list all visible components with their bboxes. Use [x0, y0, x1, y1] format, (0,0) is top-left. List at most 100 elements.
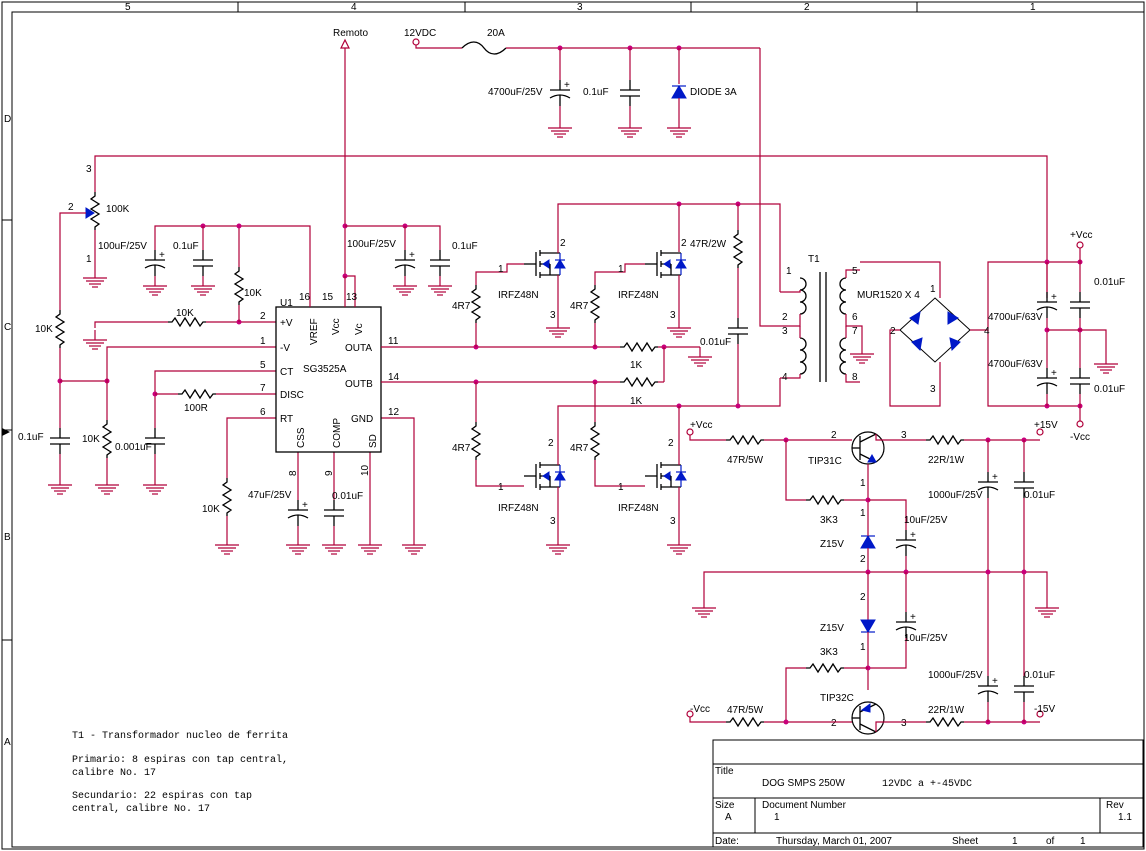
bridge-rectifier: MUR1520 X 4 1 2 3 4 4700uF/63V 4700uF/63…	[857, 230, 1125, 443]
svg-text:47R/5W: 47R/5W	[727, 705, 764, 716]
svg-text:3: 3	[782, 326, 788, 337]
vcc-neg-label: -Vcc	[1070, 432, 1090, 443]
svg-text:VREF: VREF	[309, 318, 320, 345]
svg-text:1000uF/25V: 1000uF/25V	[928, 670, 983, 681]
svg-text:TIP31C: TIP31C	[808, 456, 842, 467]
mosfet-section: 1K 1K 47R/2W 0.01uF	[381, 201, 781, 438]
pot-label: 100K	[106, 204, 130, 215]
docnum-label: Document Number	[762, 800, 847, 811]
sg3525a-ic: U1 SG3525A +V -V CT DISC RT 2 1 5 7 6 OU…	[260, 276, 400, 476]
svg-text:1000uF/25V: 1000uF/25V	[928, 490, 983, 501]
svg-text:3: 3	[930, 384, 936, 395]
svg-text:22R/1W: 22R/1W	[928, 705, 965, 716]
svg-text:OUTA: OUTA	[345, 343, 372, 354]
size-value: A	[725, 812, 732, 823]
svg-text:IRFZ48N: IRFZ48N	[498, 503, 539, 514]
rev-label: Rev	[1106, 800, 1124, 811]
svg-text:1: 1	[860, 642, 866, 653]
col-number: 2	[804, 2, 810, 13]
svg-text:2: 2	[668, 438, 674, 449]
note-line: central, calibre No. 17	[72, 803, 210, 815]
svg-text:IRFZ48N: IRFZ48N	[498, 290, 539, 301]
svg-text:Vcc: Vcc	[331, 318, 342, 335]
svg-text:-V: -V	[280, 343, 290, 354]
ic-ref: U1	[280, 298, 293, 309]
svg-text:3: 3	[670, 310, 676, 321]
svg-text:4R7: 4R7	[570, 443, 589, 454]
col-number: 5	[125, 2, 131, 13]
diode-label: DIODE 3A	[690, 87, 737, 98]
svg-text:1: 1	[618, 264, 624, 275]
svg-text:16: 16	[299, 292, 311, 303]
svg-text:3: 3	[550, 516, 556, 527]
svg-text:5: 5	[852, 266, 858, 277]
title-block: Title DOG SMPS 250W 12VDC a +-45VDC Size…	[712, 739, 1144, 848]
svg-text:RT: RT	[280, 414, 293, 425]
sheet-value: 1	[1012, 836, 1018, 847]
mosfet-q2: IRFZ48N 4R7 1 2 3	[570, 238, 692, 347]
svg-text:22R/1W: 22R/1W	[928, 455, 965, 466]
note-line: Primario: 8 espiras con tap central,	[72, 754, 288, 766]
svg-text:1: 1	[930, 284, 936, 295]
r100r-label: 100R	[184, 403, 208, 414]
mosfet-q1: IRFZ48N 4R7 1 2 3	[452, 238, 571, 347]
svg-text:4700uF/63V: 4700uF/63V	[988, 359, 1043, 370]
remote-label: Remoto	[333, 28, 368, 39]
c01u-label: 0.1uF	[173, 241, 199, 252]
svg-text:4: 4	[782, 372, 788, 383]
rev-value: 1.1	[1118, 812, 1132, 823]
svg-text:3: 3	[901, 718, 907, 729]
fuse-label: 20A	[487, 28, 505, 39]
vcc-pos-label: +Vcc	[1070, 230, 1093, 241]
c01u-b-label: 0.1uF	[452, 241, 478, 252]
c47u-label: 47uF/25V	[248, 490, 292, 501]
of-label: of	[1046, 836, 1055, 847]
svg-text:3: 3	[901, 430, 907, 441]
svg-text:0.01uF: 0.01uF	[1094, 277, 1125, 288]
svg-text:3: 3	[86, 164, 92, 175]
svg-text:2: 2	[890, 326, 896, 337]
r10k-d-label: 10K	[244, 288, 262, 299]
col-number: 3	[577, 2, 583, 13]
svg-text:+15V: +15V	[1034, 420, 1058, 431]
svg-text:4700uF/63V: 4700uF/63V	[988, 312, 1043, 323]
r10k-b-label: 10K	[82, 434, 100, 445]
subtitle-value: 12VDC a +-45VDC	[882, 779, 972, 790]
svg-text:3K3: 3K3	[820, 515, 838, 526]
svg-text:2: 2	[831, 430, 837, 441]
svg-text:7: 7	[852, 326, 858, 337]
row-letter: C	[4, 322, 11, 333]
svg-text:GND: GND	[351, 414, 373, 425]
svg-text:12: 12	[388, 407, 400, 418]
notes: T1 - Transformador nucleo de ferrita Pri…	[72, 730, 288, 815]
note-line: T1 - Transformador nucleo de ferrita	[72, 730, 288, 742]
row-letter: A	[4, 737, 11, 748]
svg-text:2: 2	[681, 238, 687, 249]
svg-text:1: 1	[260, 336, 266, 347]
ic-part: SG3525A	[303, 364, 347, 375]
svg-text:13: 13	[346, 292, 358, 303]
snubber-c-label: 0.01uF	[700, 337, 731, 348]
svg-text:-15V: -15V	[1034, 704, 1055, 715]
svg-text:1: 1	[498, 482, 504, 493]
r10k-a-label: 10K	[35, 324, 53, 335]
svg-text:Vc: Vc	[354, 323, 365, 335]
svg-text:10uF/25V: 10uF/25V	[904, 633, 948, 644]
svg-text:OUTB: OUTB	[345, 379, 373, 390]
svg-text:+V: +V	[280, 318, 293, 329]
svg-text:15: 15	[322, 292, 334, 303]
input-label: 12VDC	[404, 28, 436, 39]
svg-text:3: 3	[670, 516, 676, 527]
svg-text:Z15V: Z15V	[820, 623, 844, 634]
mosfet-q3: IRFZ48N 4R7 1 2 3	[452, 382, 571, 555]
svg-text:4R7: 4R7	[570, 301, 589, 312]
svg-text:2: 2	[260, 311, 266, 322]
svg-text:9: 9	[324, 470, 335, 476]
svg-text:4R7: 4R7	[452, 301, 471, 312]
svg-text:3: 3	[550, 310, 556, 321]
c01u-left-label: 0.1uF	[18, 432, 44, 443]
svg-text:IRFZ48N: IRFZ48N	[618, 503, 659, 514]
svg-text:1: 1	[860, 478, 866, 489]
r1k-b-label: 1K	[630, 396, 643, 407]
snubber-r-label: 47R/2W	[690, 239, 727, 250]
